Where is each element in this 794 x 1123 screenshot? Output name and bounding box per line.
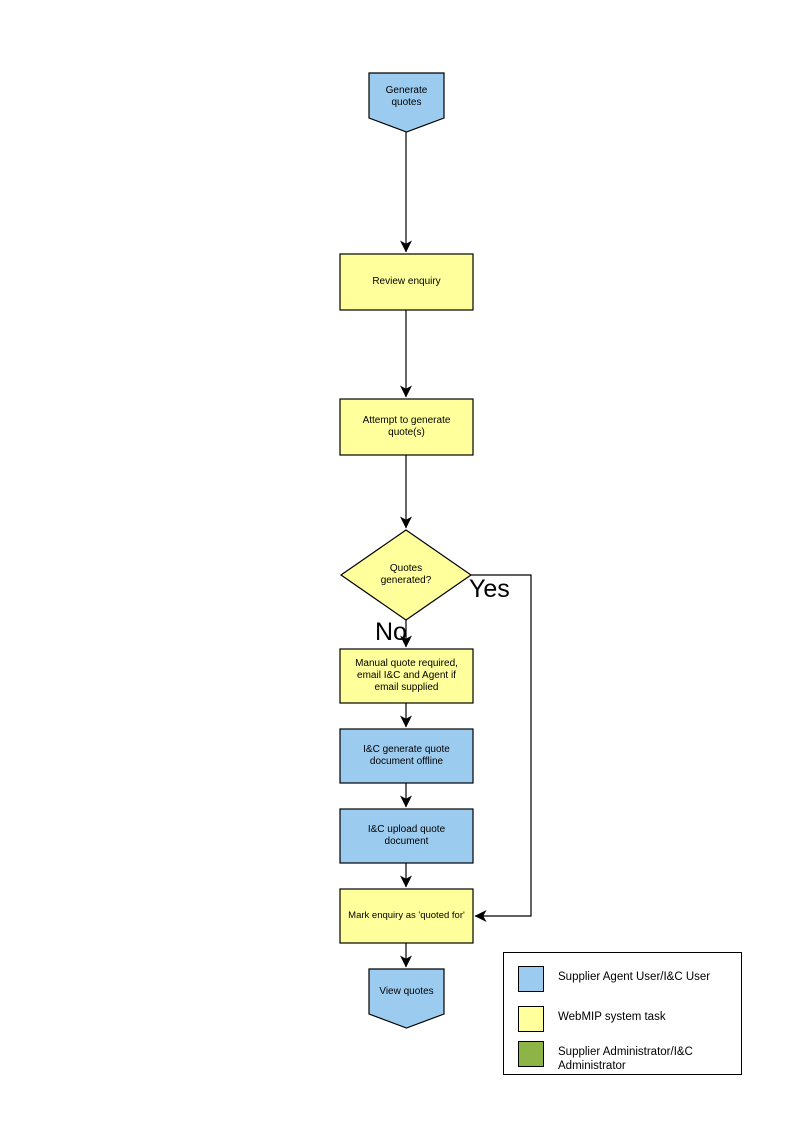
legend-item-supplier-agent-user: Supplier Agent User/I&C User (518, 966, 710, 992)
node-ic-generate-quote-document-offline (339, 728, 474, 784)
legend-label-supplier-administrator: Supplier Administrator/I&C Administrator (558, 1046, 693, 1072)
branch-label-no: No (375, 618, 407, 646)
legend-swatch-green (518, 1041, 544, 1067)
node-manual-quote-required (339, 648, 474, 704)
branch-label-yes: Yes (469, 575, 510, 603)
node-quotes-generated-decision (339, 529, 473, 621)
connector-decision-yes-to-mark (471, 574, 532, 922)
legend-item-webmip-system-task: WebMIP system task (518, 1006, 666, 1032)
legend-label-supplier-agent-user: Supplier Agent User/I&C User (558, 971, 711, 983)
legend-label-webmip-system-task: WebMIP system task (558, 1011, 666, 1023)
node-mark-enquiry-as-quoted-for (339, 888, 474, 944)
legend-swatch-yellow (518, 1006, 544, 1032)
node-ic-upload-quote-document (339, 808, 474, 864)
node-attempt-to-generate-quotes (339, 398, 474, 456)
legend-item-supplier-administrator: Supplier Administrator/I&C Administrator (518, 1041, 693, 1073)
legend: Supplier Agent User/I&C User WebMIP syst… (503, 952, 742, 1075)
node-generate-quotes (368, 72, 445, 133)
node-review-enquiry (339, 253, 474, 311)
node-view-quotes (368, 968, 445, 1029)
legend-swatch-blue (518, 966, 544, 992)
